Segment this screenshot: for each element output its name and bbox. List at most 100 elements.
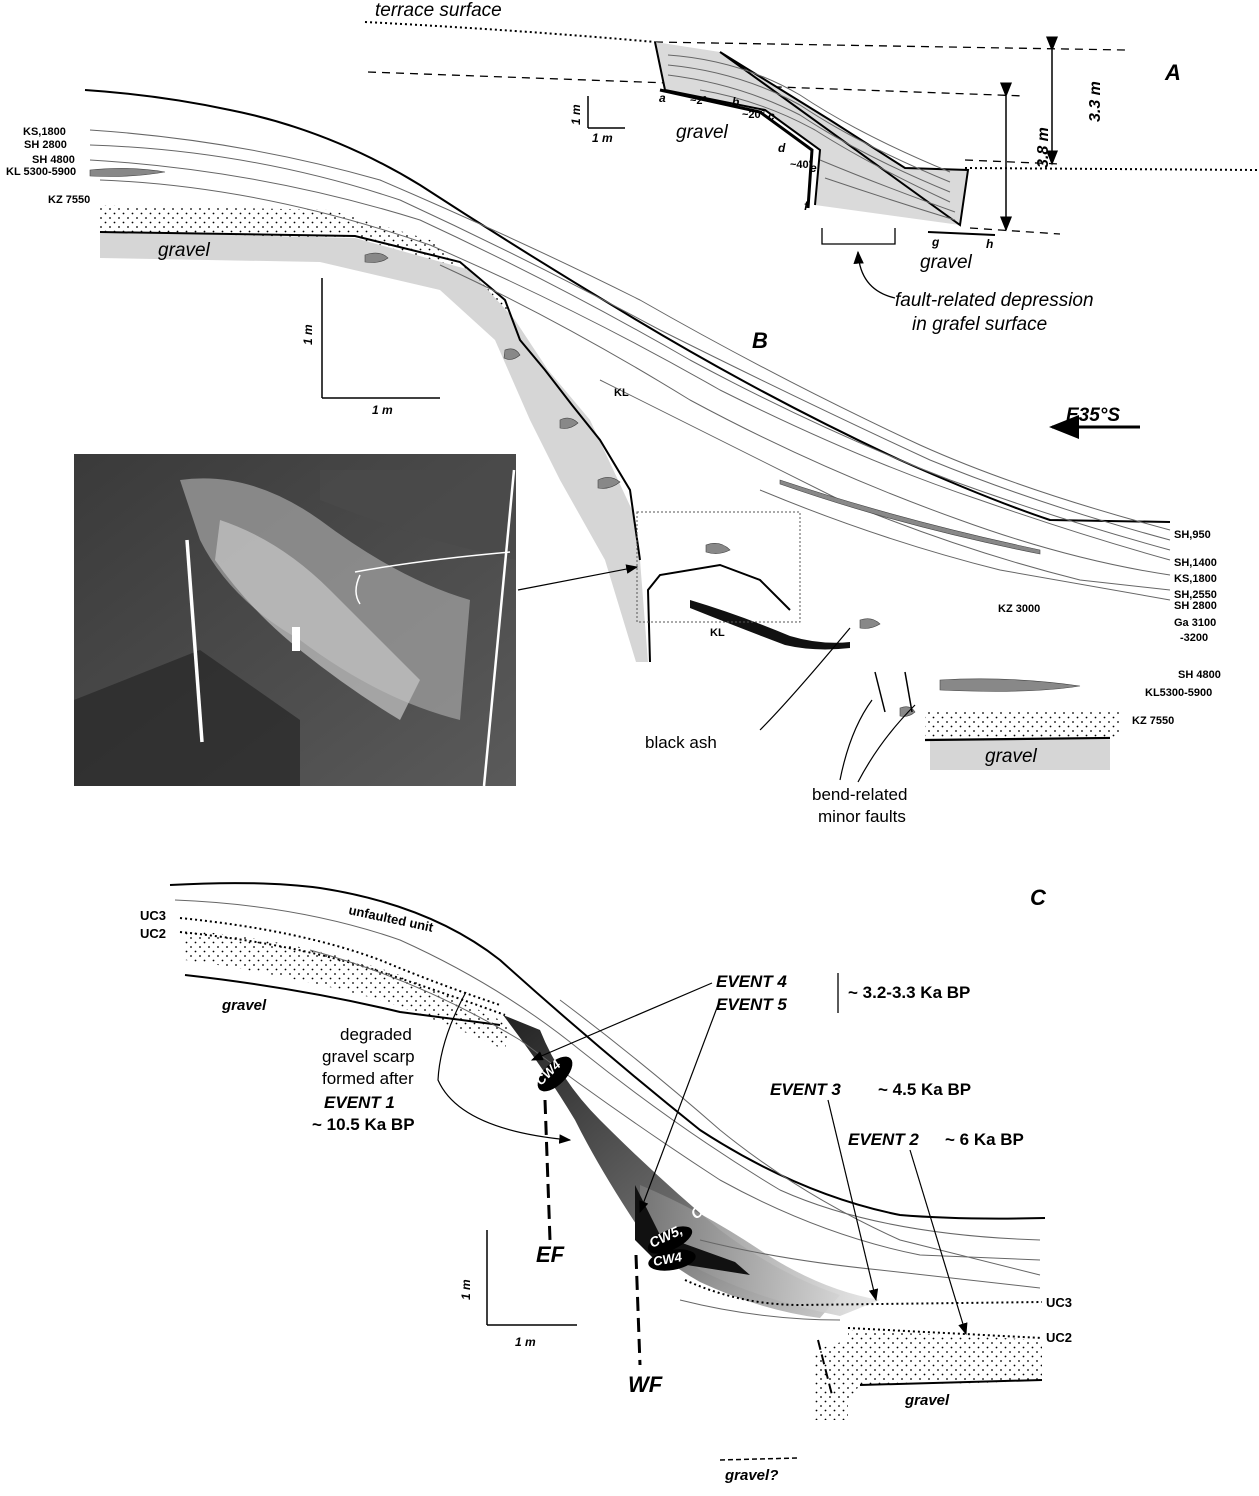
- black-ash-leader: [759, 627, 851, 731]
- panel-c-gravel-contact-left: [184, 974, 501, 1026]
- bend-label-2: minor faults: [818, 807, 906, 826]
- panel-c-scale-v: 1 m: [459, 1279, 473, 1300]
- height-inner-label: 3.8 m: [1035, 127, 1052, 168]
- ef-fault: [543, 1099, 552, 1241]
- right-unit-sh4800: SH 4800: [1178, 669, 1221, 681]
- terrace-surface-line-right: [964, 167, 1259, 171]
- panel-b-dotted-unit: [100, 205, 515, 320]
- point-d: d: [778, 141, 786, 155]
- point-h: h: [986, 237, 993, 251]
- ef-label: EF: [536, 1242, 565, 1267]
- panel-b-scale-v: 1 m: [301, 324, 315, 345]
- panel-c-dotted-unit-right: [848, 1330, 1042, 1400]
- gravel-left-b: gravel: [158, 240, 211, 261]
- wf-fault: [634, 1254, 642, 1366]
- uc2-right-line: [847, 1327, 1043, 1339]
- degraded-1: degraded: [340, 1025, 412, 1044]
- panel-c-dotted-wedge-bottom: [815, 1340, 848, 1420]
- uc3-right-label: UC3: [1046, 1295, 1072, 1310]
- panel-a-scale-v: 1 m: [569, 104, 583, 125]
- terrace-surface-line: [364, 21, 656, 43]
- event3-label: EVENT 3: [770, 1080, 841, 1099]
- cw5-oval: [647, 1226, 693, 1254]
- right-unit-sh950: SH,950: [1174, 529, 1211, 541]
- point-e: e: [810, 161, 817, 175]
- unfaulted-label: unfaulted unit: [347, 902, 435, 935]
- point-g: g: [931, 235, 940, 249]
- angle-20: ~20°: [742, 109, 765, 121]
- point-c: c: [768, 109, 775, 123]
- gravel-right-b: gravel: [985, 746, 1038, 767]
- black-ash-label: black ash: [645, 733, 717, 752]
- event3-arrow: [827, 1099, 879, 1302]
- panel-a-scale-bar: [587, 96, 625, 129]
- right-unit-sh2800: SH 2800: [1174, 600, 1217, 612]
- cw4-bottom-label: CW4: [652, 1249, 684, 1269]
- panel-c-scale-bar: [486, 1230, 577, 1326]
- right-unit-sh1400: SH,1400: [1174, 557, 1217, 569]
- right-unit-kz7550: KZ 7550: [1132, 715, 1174, 727]
- panel-c-gravel-right: [859, 1379, 1043, 1386]
- left-unit-sh2800: SH 2800: [24, 139, 67, 151]
- depression-note-1: fault-related depression: [895, 290, 1094, 311]
- height-outer-label: 3.3 m: [1087, 81, 1104, 122]
- event2-arrow: [909, 1149, 968, 1336]
- panel-b-gravel-fill: [100, 232, 648, 662]
- event4-arrow: [530, 982, 713, 1061]
- panel-b-lower-dots: [925, 712, 1120, 738]
- panel-c-ground-surface: [169, 882, 1046, 1220]
- left-unit-kz7550: KZ 7550: [48, 194, 90, 206]
- gravel-right-c: gravel: [904, 1392, 950, 1409]
- panel-b: B E35°S 1 m 1 m gravel gravel KS,1800 SH…: [6, 89, 1221, 826]
- event2-label: EVENT 2: [848, 1130, 919, 1149]
- panel-b-lower-gravel: [930, 740, 1110, 770]
- panel-b-scale-bar: [321, 278, 440, 399]
- kl-bottom-label: KL: [710, 627, 725, 639]
- bend-leader-1: [839, 699, 873, 781]
- bend-label-1: bend-related: [812, 785, 907, 804]
- degraded-2: gravel scarp: [322, 1047, 415, 1066]
- age45-label: ~ 3.2-3.3 Ka BP: [848, 983, 970, 1002]
- gh-line: [927, 231, 996, 236]
- event5-arrow: [639, 1004, 719, 1214]
- kl-top-label: KL: [614, 387, 629, 399]
- panel-a-scale-h: 1 m: [592, 131, 613, 145]
- point-f: f: [804, 199, 809, 213]
- panel-c-label: C: [1030, 885, 1047, 910]
- direction-label: E35°S: [1066, 405, 1120, 426]
- uc2-left-line: [179, 931, 506, 1016]
- angle-2: ~2°: [690, 95, 707, 107]
- point-a: a: [659, 91, 666, 105]
- uc3-left-label: UC3: [140, 908, 166, 923]
- point-b: b: [732, 95, 739, 109]
- uc2-right-label: UC2: [1046, 1330, 1072, 1345]
- cw5-a-label: CW5,: [688, 1186, 728, 1223]
- dashed-ref-top: [654, 41, 1126, 51]
- dashed-ref-bottom: [969, 227, 1061, 235]
- dashed-ref-low: [964, 159, 1061, 165]
- panel-a-laminae: [667, 54, 956, 221]
- gravel-q-label: gravel?: [724, 1467, 778, 1484]
- panel-b-inner-fault: [646, 563, 791, 663]
- cw4-bottom-oval: [648, 1249, 696, 1271]
- panel-a: terrace surface A gravel gravel 3.3 m 3.…: [364, 0, 1259, 335]
- secondary-fault: [817, 1339, 833, 1396]
- ga-3200: -3200: [1180, 632, 1208, 644]
- degraded-arrow: [437, 991, 572, 1144]
- panel-c: C UC3 UC2 unfaulted unit gravel gravel g…: [140, 882, 1072, 1484]
- angle-40: ~40°: [790, 159, 813, 171]
- panel-c-scale-h: 1 m: [515, 1335, 536, 1349]
- uc2-left-label: UC2: [140, 926, 166, 941]
- age1-label: ~ 10.5 Ka BP: [312, 1115, 415, 1134]
- degraded-3: formed after: [322, 1069, 414, 1088]
- right-unit-kl: KL5300-5900: [1145, 687, 1212, 699]
- photo-inset: [74, 454, 516, 787]
- panel-b-lower-contact: [924, 736, 1111, 742]
- bend-leader-2: [857, 704, 916, 783]
- panel-a-sediment-fill: [655, 42, 968, 225]
- right-unit-ks1800: KS,1800: [1174, 573, 1217, 585]
- depression-arrow: [853, 250, 896, 299]
- cw4-top-oval: [537, 1056, 573, 1092]
- age2-label: ~ 6 Ka BP: [945, 1130, 1024, 1149]
